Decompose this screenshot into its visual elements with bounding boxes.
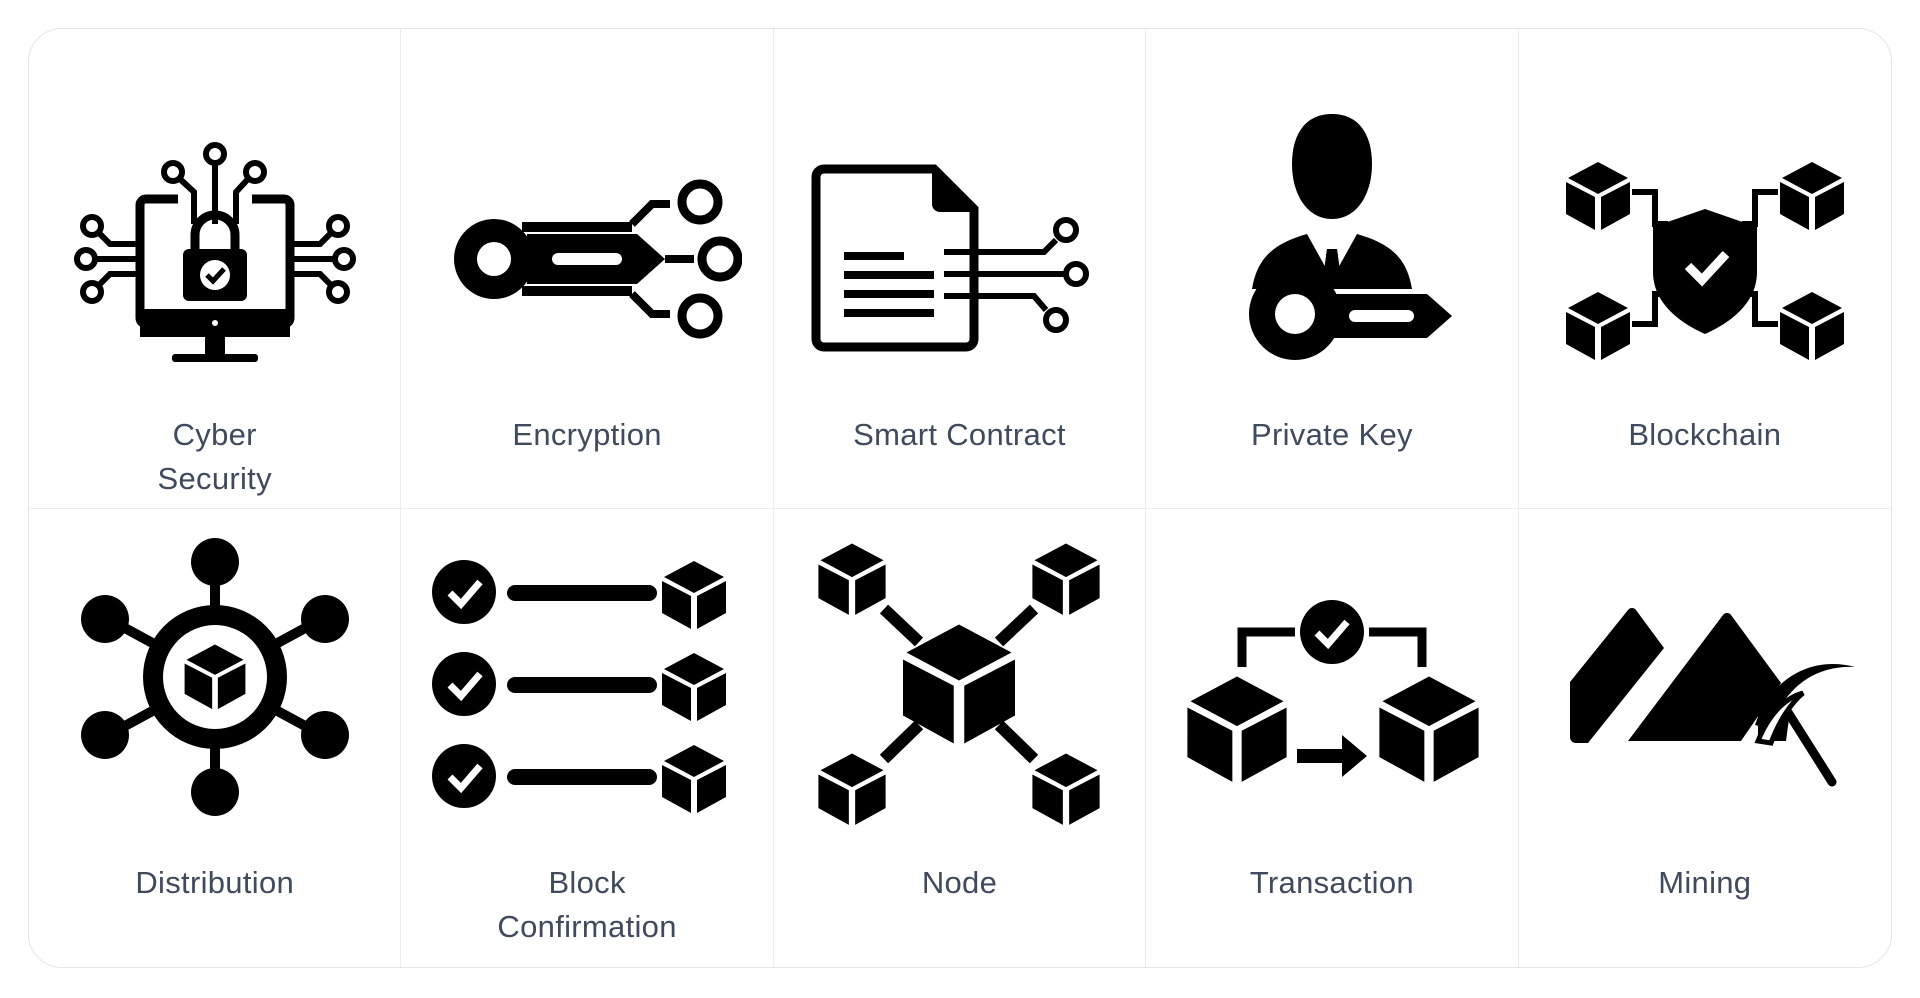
icon-grid: Cyber Security — [29, 29, 1891, 967]
cyber-security-label: Cyber Security — [29, 413, 400, 501]
cyber-security-icon — [60, 74, 370, 374]
label-line: Block — [548, 865, 626, 900]
blockchain-icon — [1550, 74, 1860, 374]
label-line: Smart Contract — [853, 417, 1066, 452]
block-confirmation-icon — [432, 527, 742, 827]
label-line: Cyber — [172, 417, 257, 452]
cell-transaction: Transaction — [1146, 509, 1519, 967]
block-confirmation-label: Block Confirmation — [401, 861, 772, 949]
label-line: Mining — [1658, 865, 1752, 900]
node-icon — [804, 527, 1114, 827]
private-key-label: Private Key — [1146, 413, 1517, 457]
cell-distribution: Distribution — [29, 509, 402, 967]
label-line: Private Key — [1250, 417, 1413, 452]
blockchain-label: Blockchain — [1519, 413, 1891, 457]
encryption-label: Encryption — [401, 413, 772, 457]
cell-blockchain: Blockchain — [1518, 29, 1891, 509]
distribution-label: Distribution — [29, 861, 400, 905]
label-line: Node — [921, 865, 998, 900]
cell-encryption: Encryption — [401, 29, 774, 509]
cell-smart-contract: Smart Contract — [773, 29, 1147, 509]
icon-sheet: Cyber Security — [28, 28, 1892, 968]
distribution-icon — [60, 527, 370, 827]
transaction-label: Transaction — [1146, 861, 1517, 905]
private-key-icon — [1177, 74, 1487, 374]
label-line: Distribution — [135, 865, 295, 900]
cell-cyber-security: Cyber Security — [29, 29, 402, 509]
mining-label: Mining — [1519, 861, 1891, 905]
label-line: Encryption — [512, 417, 662, 452]
label-line: Security — [157, 461, 272, 496]
smart-contract-label: Smart Contract — [774, 413, 1145, 457]
cell-mining: Mining — [1519, 509, 1891, 967]
encryption-icon — [432, 74, 743, 374]
cell-node: Node — [774, 509, 1147, 967]
smart-contract-icon — [804, 74, 1114, 374]
transaction-icon — [1177, 527, 1487, 827]
cell-block-confirmation: Block Confirmation — [401, 509, 774, 967]
label-line: Transaction — [1249, 865, 1414, 900]
node-label: Node — [774, 861, 1145, 905]
label-line: Blockchain — [1628, 417, 1782, 452]
mining-icon — [1550, 527, 1860, 827]
label-line: Confirmation — [497, 909, 677, 944]
cell-private-key: Private Key — [1146, 29, 1519, 509]
